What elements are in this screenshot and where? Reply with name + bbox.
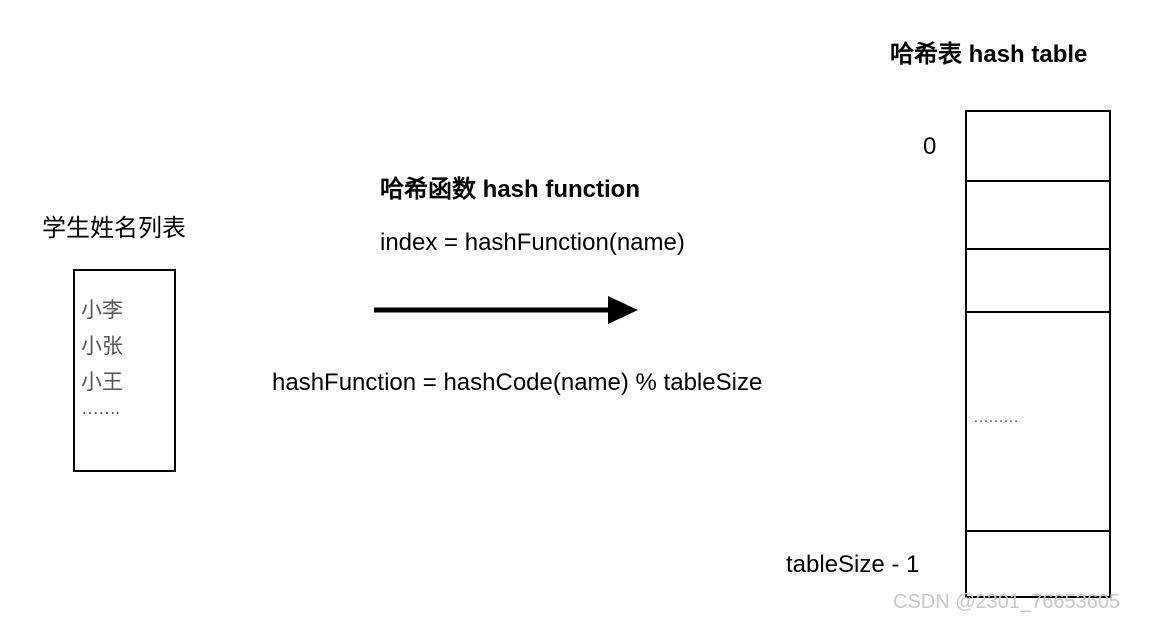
name-item: 小张 <box>81 335 123 358</box>
table-slot <box>967 112 1109 180</box>
names-list-more: ……. <box>81 398 120 418</box>
first-index-label: 0 <box>923 133 937 160</box>
hash-function-title: 哈希函数 hash function <box>380 176 640 203</box>
last-index-label: tableSize - 1 <box>786 551 920 578</box>
arrow-head <box>608 296 638 324</box>
names-list-box <box>73 269 176 472</box>
watermark: CSDN @2301_76653605 <box>893 591 1121 613</box>
hash-function-definition: hashFunction = hashCode(name) % tableSiz… <box>272 369 763 396</box>
hash-table: ……… <box>965 110 1111 598</box>
table-slot-gap: ……… <box>967 311 1109 530</box>
mapping-arrow <box>374 296 638 324</box>
name-item: 小李 <box>81 299 123 322</box>
index-formula: index = hashFunction(name) <box>380 229 685 256</box>
table-ellipsis: ……… <box>973 409 1019 426</box>
table-slot <box>967 248 1109 311</box>
table-slot <box>967 180 1109 248</box>
hash-table-title: 哈希表 hash table <box>890 41 1088 68</box>
names-list-title: 学生姓名列表 <box>42 215 186 242</box>
table-slot-last <box>967 530 1109 596</box>
names-list-items: 小李 小张 小王 <box>81 293 123 401</box>
name-item: 小王 <box>81 371 123 394</box>
